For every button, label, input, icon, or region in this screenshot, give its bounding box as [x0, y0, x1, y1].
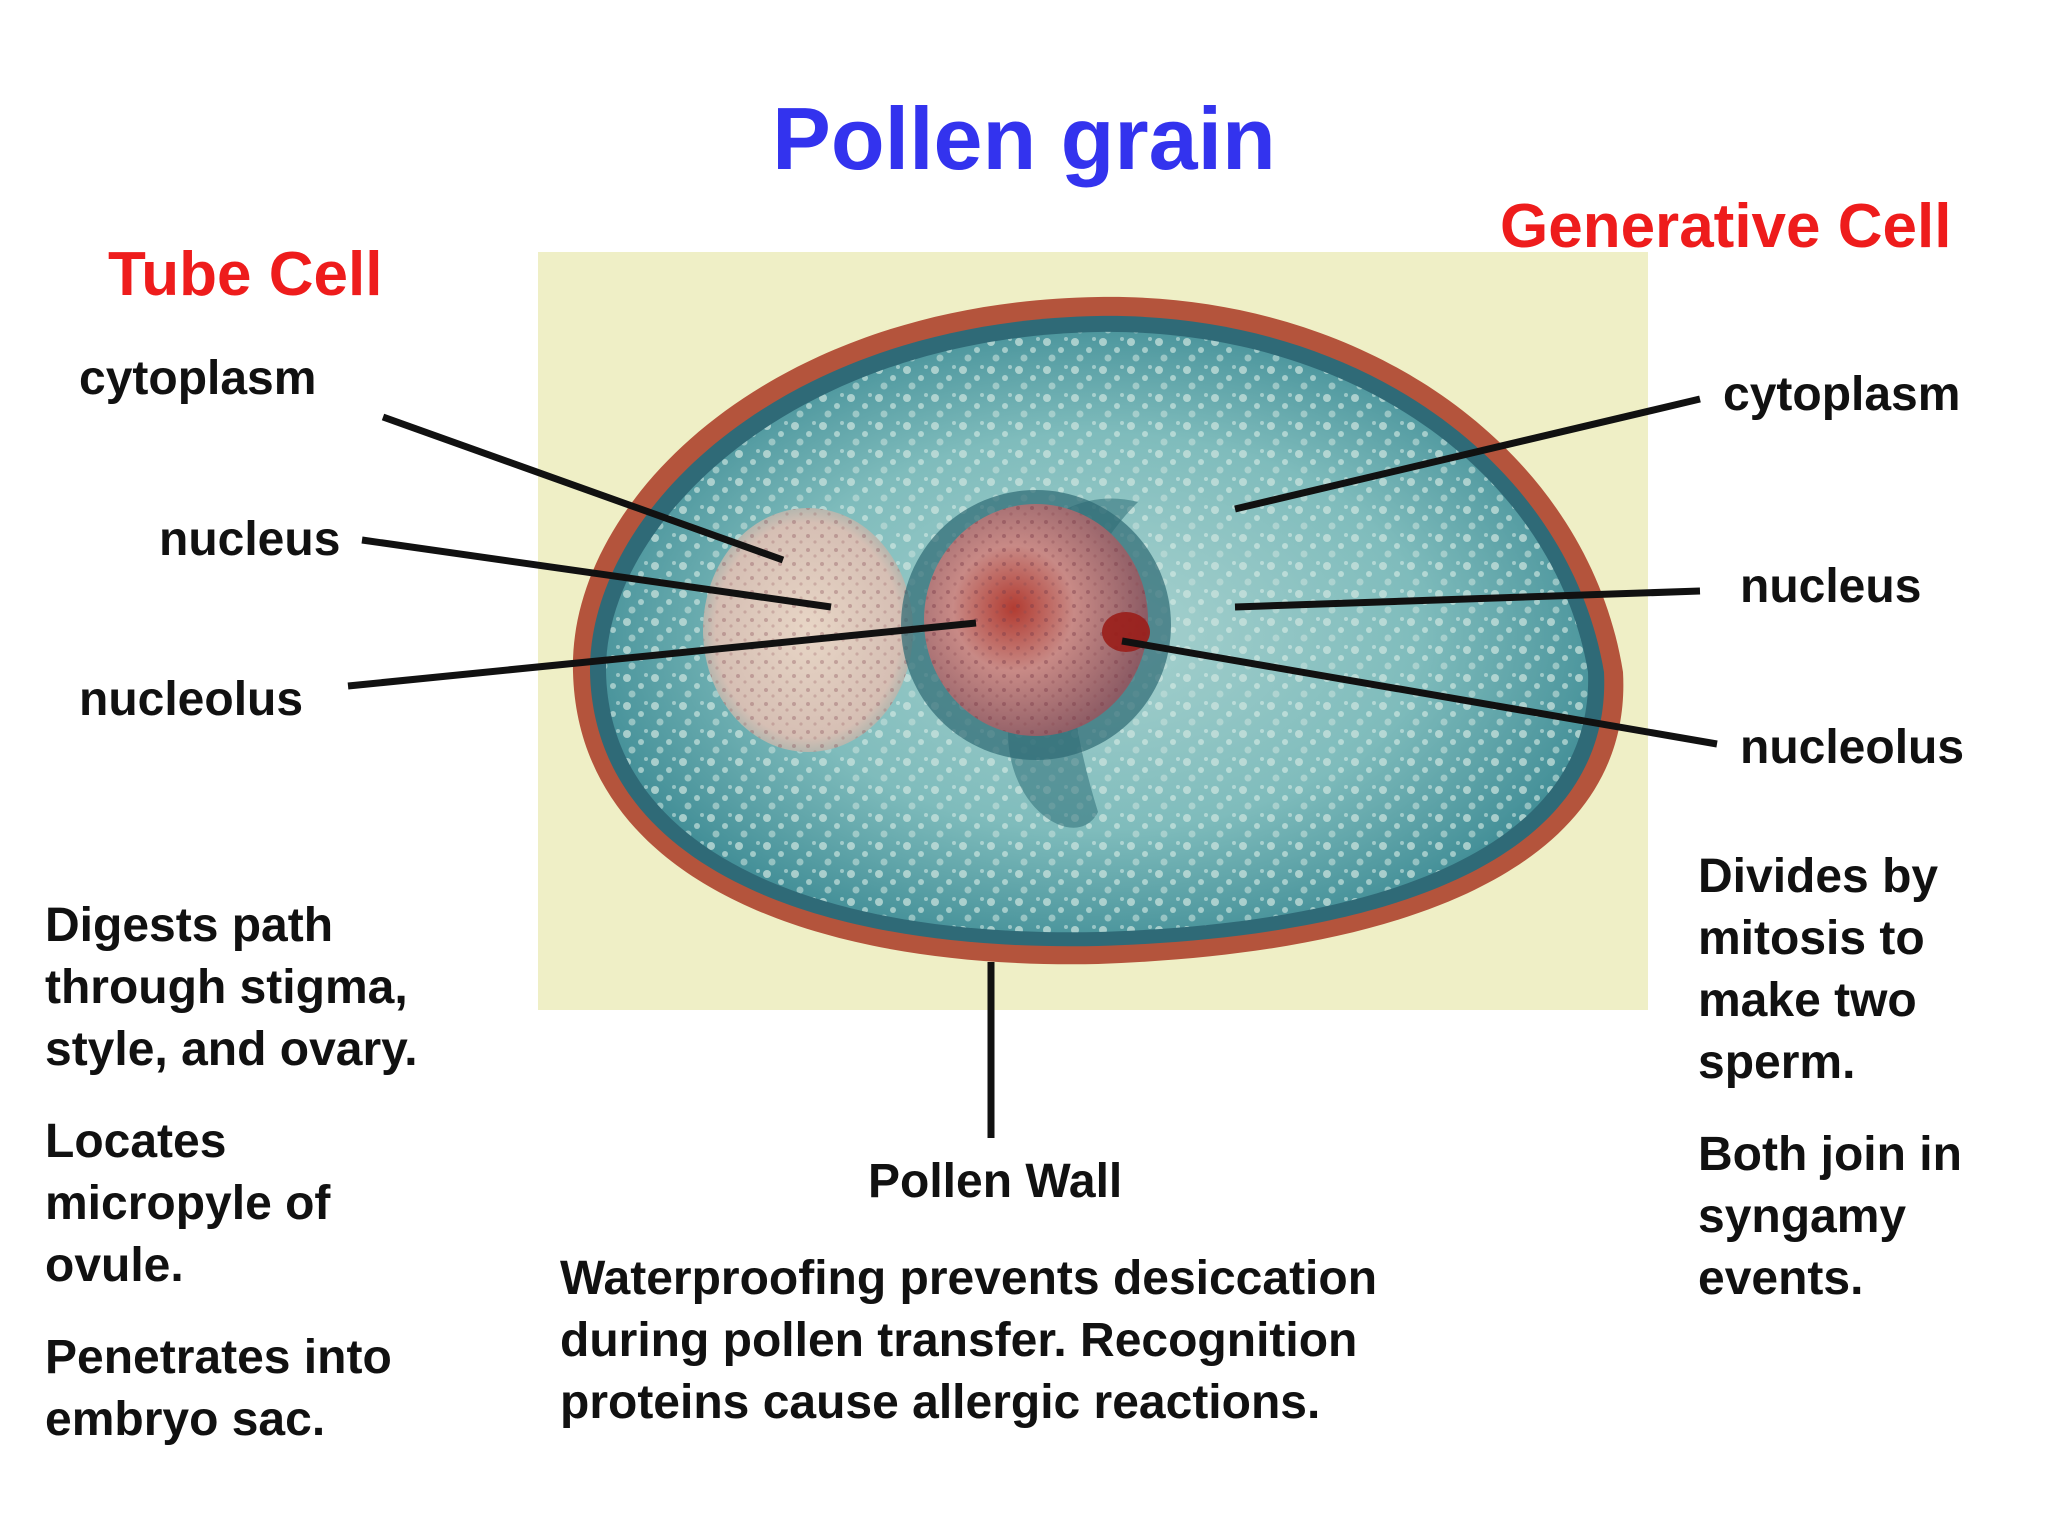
- text-line: Locates: [45, 1115, 227, 1168]
- text-line: Waterproofing prevents desiccation: [560, 1252, 1378, 1305]
- text-line: Digests path: [45, 899, 334, 952]
- generative-cell-heading: Generative Cell: [1500, 192, 1952, 261]
- tube-cell-nucleolus-label: nucleolus: [79, 673, 304, 726]
- text-line: Divides by: [1698, 850, 1939, 903]
- tube-cell-cytoplasm-label: cytoplasm: [79, 352, 317, 405]
- text-line: embryo sac.: [45, 1393, 326, 1446]
- tube-cell-description-paragraph: Digests path through stigma, style, and …: [45, 895, 418, 1081]
- text-line: micropyle of: [45, 1177, 331, 1230]
- text-line: Penetrates into: [45, 1331, 392, 1384]
- generative-cell-cytoplasm-label: cytoplasm: [1723, 368, 1961, 421]
- tube-cell-description: Digests path through stigma, style, and …: [45, 895, 418, 1451]
- text-line: ovule.: [45, 1239, 184, 1292]
- text-line: through stigma,: [45, 961, 408, 1014]
- tube-cell-nucleus-label: nucleus: [159, 513, 341, 566]
- generative-cell-nucleolus-label: nucleolus: [1740, 721, 1965, 774]
- tube-cell-description-paragraph: Locates micropyle of ovule.: [45, 1111, 418, 1297]
- slide-title: Pollen grain: [772, 89, 1276, 188]
- text-line: sperm.: [1698, 1036, 1856, 1089]
- generative-cell-description-paragraph: Both join in syngamy events.: [1698, 1124, 1962, 1310]
- text-line: mitosis to: [1698, 912, 1925, 965]
- generative-cell-nucleus-label: nucleus: [1740, 560, 1922, 613]
- text-line: Both join in: [1698, 1128, 1962, 1181]
- generative-cell-description: Divides by mitosis to make two sperm. Bo…: [1698, 846, 1962, 1310]
- text-line: make two: [1698, 974, 1917, 1027]
- text-line: syngamy: [1698, 1190, 1907, 1243]
- tube-cell-description-paragraph: Penetrates into embryo sac.: [45, 1327, 418, 1451]
- text-line: proteins cause allergic reactions.: [560, 1376, 1321, 1429]
- text-line: style, and ovary.: [45, 1023, 418, 1076]
- generative-cell-nucleolus-shape: [1102, 612, 1150, 652]
- pollen-wall-label: Pollen Wall: [868, 1155, 1123, 1208]
- pollen-grain-illustration: [572, 296, 1624, 965]
- pollen-wall-description: Waterproofing prevents desiccation durin…: [560, 1248, 1377, 1434]
- text-line: events.: [1698, 1252, 1864, 1305]
- pollen-grain-micrograph: [538, 252, 1648, 1010]
- generative-cell-description-paragraph: Divides by mitosis to make two sperm.: [1698, 846, 1962, 1094]
- text-line: during pollen transfer. Recognition: [560, 1314, 1358, 1367]
- tube-cell-heading: Tube Cell: [108, 240, 383, 309]
